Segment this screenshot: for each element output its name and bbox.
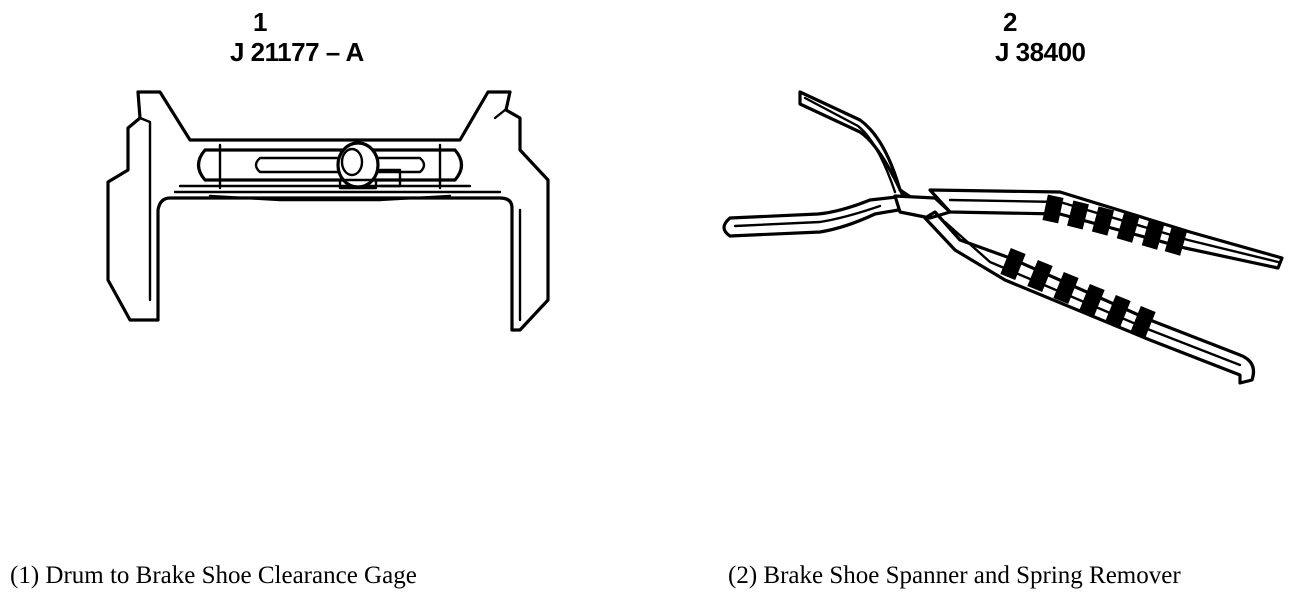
upper-handle-grips: [1042, 194, 1188, 256]
lower-handle-grips: [1000, 248, 1156, 338]
tool-1-caption: (1) Drum to Brake Shoe Clearance Gage: [10, 562, 417, 589]
tool-1-part-number: J 21177 – A: [230, 37, 364, 67]
clearance-gage-drawing: [106, 90, 550, 332]
spanner-remover-drawing: [722, 90, 1284, 385]
tool-1-number: 1: [253, 7, 267, 37]
tool-2-caption: (2) Brake Shoe Spanner and Spring Remove…: [728, 562, 1181, 589]
tool-2-number: 2: [1003, 7, 1017, 37]
tool-2-part-number: J 38400: [995, 37, 1086, 67]
